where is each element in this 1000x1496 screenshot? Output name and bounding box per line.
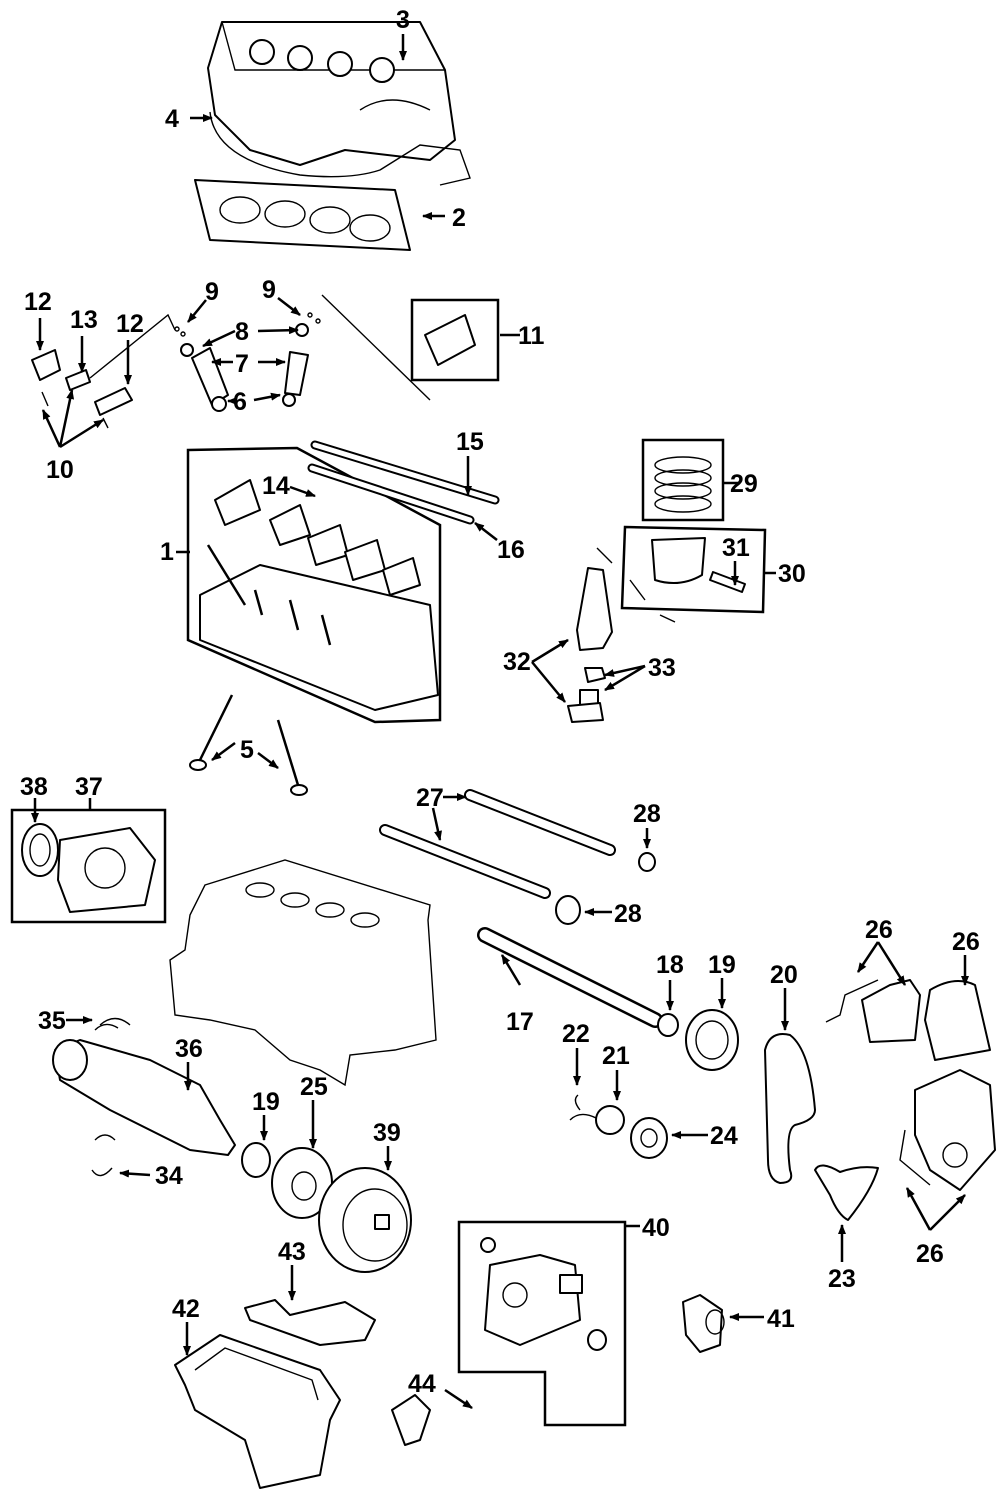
part-idler-pulley[interactable] [630,1117,668,1159]
callout-26c: 26 [916,1240,944,1268]
callout-23: 23 [828,1265,856,1293]
part-oil-baffle[interactable] [244,1299,376,1346]
part-seal-18[interactable] [657,1013,679,1037]
part-valve-cover-gasket[interactable] [209,111,471,186]
part-cylinder-head[interactable] [186,446,442,724]
callout-labels: 3 4 2 12 13 12 10 9 9 8 7 6 11 14 15 16 … [20,6,980,1398]
callout-4: 4 [165,105,179,133]
callout-42: 42 [172,1295,200,1323]
part-timing-belt[interactable] [764,1033,816,1184]
callout-35: 35 [38,1007,66,1035]
part-cam-seal[interactable] [638,852,656,872]
callout-15: 15 [456,428,484,456]
callout-26b: 26 [952,928,980,956]
callout-12b: 12 [116,310,144,338]
callout-33: 33 [648,654,676,682]
callout-22: 22 [562,1020,590,1048]
part-piston-rings[interactable] [641,438,725,522]
part-oil-strainer[interactable] [391,1394,431,1446]
part-crank-timing-gear[interactable] [241,1142,271,1178]
part-balance-shaft[interactable] [477,927,663,1028]
part-crankshaft[interactable] [52,1017,236,1177]
callout-24: 24 [710,1122,738,1150]
callout-11: 11 [518,322,545,350]
callout-34: 34 [155,1162,183,1190]
callout-7: 7 [235,350,249,378]
callout-12a: 12 [24,288,52,316]
part-connecting-rod[interactable] [567,547,676,723]
part-head-gasket[interactable] [194,179,411,251]
callout-6: 6 [233,388,247,416]
part-timing-pulley-19[interactable] [685,1009,739,1071]
callout-18: 18 [656,951,684,979]
callout-28b: 28 [614,900,642,928]
callout-1: 1 [160,538,174,566]
part-oil-pump[interactable] [457,1220,627,1427]
part-valve-springs[interactable] [174,294,431,412]
callout-2: 2 [452,204,466,232]
callout-38: 38 [20,773,48,801]
part-camshafts[interactable] [379,789,616,899]
callout-44: 44 [408,1370,436,1398]
part-tensioner[interactable] [569,1094,625,1135]
callout-43: 43 [278,1238,306,1266]
part-timing-covers[interactable] [825,979,996,1191]
callout-19b: 19 [252,1088,280,1116]
callout-41: 41 [767,1305,795,1333]
callout-10: 10 [46,456,74,484]
callout-30: 30 [778,560,806,588]
callout-16: 16 [497,536,525,564]
part-valves[interactable] [189,694,308,796]
part-rocker-arms[interactable] [31,313,176,429]
part-engine-block[interactable] [169,859,437,1087]
part-valve-cover[interactable] [207,21,456,166]
callout-13: 13 [70,306,98,334]
callout-5: 5 [240,736,254,764]
part-water-pump[interactable] [682,1294,725,1353]
callout-20: 20 [770,961,798,989]
callout-9a: 9 [205,278,219,306]
part-oil-pan[interactable] [174,1334,341,1489]
callout-14: 14 [262,472,290,500]
callout-29: 29 [730,470,758,498]
callout-8: 8 [235,318,249,346]
callout-27: 27 [416,784,444,812]
part-rocker-shaft-kit[interactable] [410,298,500,382]
callout-31: 31 [722,534,750,562]
callout-17: 17 [506,1008,534,1036]
callout-19a: 19 [708,951,736,979]
part-rear-seal-retainer[interactable] [10,808,167,924]
callout-32: 32 [503,648,531,676]
part-crank-pulley[interactable] [318,1167,412,1273]
callout-9b: 9 [262,276,276,304]
part-cam-gear[interactable] [555,895,581,925]
callout-21: 21 [602,1042,630,1070]
part-balancer-belt[interactable] [814,1164,879,1221]
callout-3: 3 [396,6,410,34]
part-piston[interactable] [620,525,767,614]
callout-37: 37 [75,773,103,801]
leader-lines [31,34,969,1410]
callout-26a: 26 [865,916,893,944]
callout-40: 40 [642,1214,670,1242]
callout-39: 39 [373,1119,401,1147]
callout-36: 36 [175,1035,203,1063]
callout-25: 25 [300,1073,328,1101]
callout-28a: 28 [633,800,661,828]
